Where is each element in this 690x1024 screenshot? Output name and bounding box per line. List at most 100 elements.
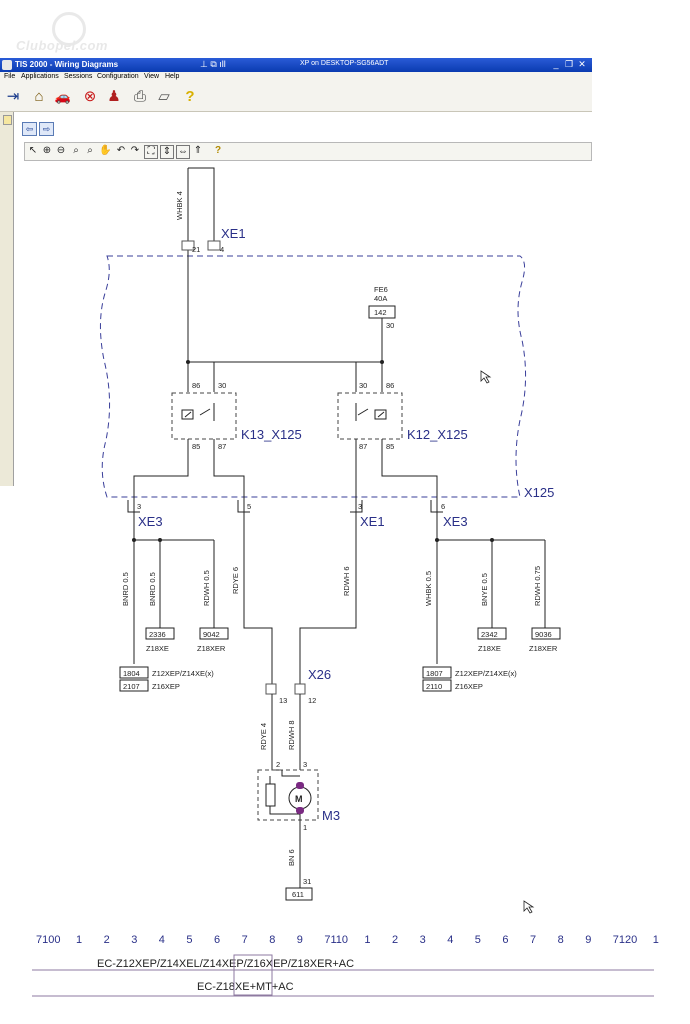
- zoom-fit-icon[interactable]: ⌕: [87, 145, 93, 156]
- feed-wire-top: [188, 167, 215, 250]
- title-bar[interactable]: TIS 2000 - Wiring Diagrams ⊥ ⧉ ıll XP on…: [0, 58, 592, 72]
- wire-rdwh05-label: RDWH 0.5: [202, 570, 211, 606]
- rotate-right-icon[interactable]: ↷: [130, 145, 140, 156]
- footer-grid-number: 5: [475, 934, 481, 946]
- page-panel-mid: [40, 484, 594, 754]
- footer-variant-2: EC-Z18XE+MT+AC: [197, 981, 294, 993]
- ref-611-label: 611: [292, 890, 304, 899]
- pin-icon[interactable]: ⊥ ⧉ ıll: [200, 59, 226, 69]
- footer-grid-number: 2: [392, 934, 398, 946]
- connector-xe3-left-label: XE3: [138, 514, 163, 529]
- fuse-pin-30-label: 30: [386, 321, 394, 330]
- back-button[interactable]: ⇦: [22, 122, 37, 136]
- page-panel-low: [32, 754, 654, 1024]
- ref-1807-label: 1807: [426, 669, 443, 678]
- fit-height-icon[interactable]: ⇕: [160, 145, 174, 159]
- relay-k12: [337, 392, 403, 440]
- xe1-pin3-tab: [350, 500, 363, 513]
- menu-file[interactable]: File: [4, 73, 16, 80]
- variant-z18xe-b: Z18XE: [478, 644, 501, 653]
- footer-grid-number: 6: [502, 934, 508, 946]
- ref-box-2336: [145, 627, 175, 640]
- junction-dot: [435, 538, 439, 542]
- k13-pin-85: 85: [192, 442, 200, 451]
- relay-k13-label: K13_X125: [241, 427, 302, 442]
- zoom-out-icon[interactable]: ⊖: [56, 145, 66, 156]
- home-icon[interactable]: ⌂: [34, 88, 44, 105]
- variant-z16-a: Z16XEP: [152, 682, 180, 691]
- ref-box-1804: [119, 666, 149, 679]
- xe1-top-pin-4: [207, 240, 221, 251]
- minimize-button[interactable]: _: [553, 59, 559, 69]
- connector-x125-label: X125: [524, 485, 554, 500]
- junction-dot: [132, 538, 136, 542]
- rotate-left-icon[interactable]: ↶: [116, 145, 126, 156]
- relay-k13: [171, 392, 237, 440]
- footer-grid-number: 2: [104, 934, 110, 946]
- footer-grid-number: 1: [76, 934, 82, 946]
- left-branch-wires: [134, 539, 215, 628]
- k13-switch: [199, 403, 215, 421]
- menu-sessions[interactable]: Sessions: [64, 73, 93, 80]
- menu-applications[interactable]: Applications: [21, 73, 59, 80]
- fit-window-icon[interactable]: ⛶: [144, 145, 158, 159]
- zoom-area-icon[interactable]: ⌕: [73, 145, 79, 156]
- footer-grid-number: 3: [420, 934, 426, 946]
- wire-bnrd05-b-label: BNRD 0.5: [148, 572, 157, 606]
- highlight-icon[interactable]: ⇑: [193, 145, 203, 156]
- footer-grid-number: 7: [530, 934, 536, 946]
- zoom-in-icon[interactable]: ⊕: [42, 145, 52, 156]
- junction-dot: [380, 360, 384, 364]
- motor-symbol: M: [295, 794, 303, 804]
- m3-pin-1: 1: [303, 823, 307, 832]
- help-icon[interactable]: ?: [185, 88, 195, 105]
- select-icon[interactable]: ↖: [28, 145, 38, 156]
- footer-grid-number: 7110: [324, 934, 348, 946]
- menu-view[interactable]: View: [144, 73, 160, 80]
- k12-switch: [355, 403, 369, 421]
- variant-z16-b: Z16XEP: [455, 682, 483, 691]
- pan-hand-icon[interactable]: ✋: [99, 145, 112, 156]
- wire-whbk4-label: WHBK 4: [175, 191, 184, 220]
- footer-grid-number: 7100: [36, 934, 60, 946]
- relay-k12-label: K12_X125: [407, 427, 468, 442]
- close-button[interactable]: ✕: [578, 59, 586, 69]
- menu-help[interactable]: Help: [165, 73, 180, 80]
- main-toolbar: ⇥ ⌂ 🚗 ⊗ ♟ ⎙ ▱ ?: [0, 83, 592, 112]
- mouse-cursor-icon: [480, 370, 492, 384]
- footer-grid-number: 3: [131, 934, 137, 946]
- car-icon[interactable]: 🚗: [54, 89, 72, 104]
- footer-grid-number: 9: [297, 934, 303, 946]
- fit-width-icon[interactable]: ⇔: [176, 145, 190, 159]
- person-icon[interactable]: ♟: [107, 88, 121, 105]
- wire-rdye6-label: RDYE 6: [231, 567, 240, 594]
- xe1-pin5-tab: [237, 500, 250, 513]
- footer-grid-number: 4: [447, 934, 453, 946]
- m3-internal-wire: [269, 776, 300, 815]
- wire-rdwh075-label: RDWH 0.75: [533, 566, 542, 606]
- stop-icon[interactable]: ⊗: [83, 88, 97, 105]
- app-icon: [2, 60, 12, 70]
- ref-2336-label: 2336: [149, 630, 166, 639]
- exit-icon[interactable]: ⇥: [6, 88, 20, 105]
- restore-button[interactable]: ❐: [564, 59, 574, 69]
- mouse-cursor-icon: [523, 900, 535, 914]
- wire-bnye05-label: BNYE 0.5: [480, 573, 489, 606]
- k12-coil-mark: [377, 411, 385, 418]
- ref-2110-label: 2110: [426, 682, 442, 691]
- x26-pin-12-label: 12: [308, 696, 316, 705]
- print-icon[interactable]: ⎙: [133, 88, 146, 105]
- wire-bnrd05-a-label: BNRD 0.5: [121, 572, 130, 606]
- variant-z18xe-a: Z18XE: [146, 644, 169, 653]
- forward-button[interactable]: ⇨: [39, 122, 54, 136]
- wire-rdye4-label: RDYE 4: [259, 723, 268, 750]
- x26-pin-12: [294, 683, 306, 695]
- eraser-icon[interactable]: ▱: [158, 88, 170, 105]
- window-title: TIS 2000 - Wiring Diagrams: [15, 60, 119, 69]
- diagram-help-icon[interactable]: ?: [214, 145, 222, 156]
- k12-pin-30: 30: [359, 381, 367, 390]
- connector-xe1-top-label: XE1: [221, 226, 246, 241]
- document-icon[interactable]: [3, 115, 12, 125]
- menu-configuration[interactable]: Configuration: [97, 73, 139, 80]
- x26-pin-13-label: 13: [279, 696, 287, 705]
